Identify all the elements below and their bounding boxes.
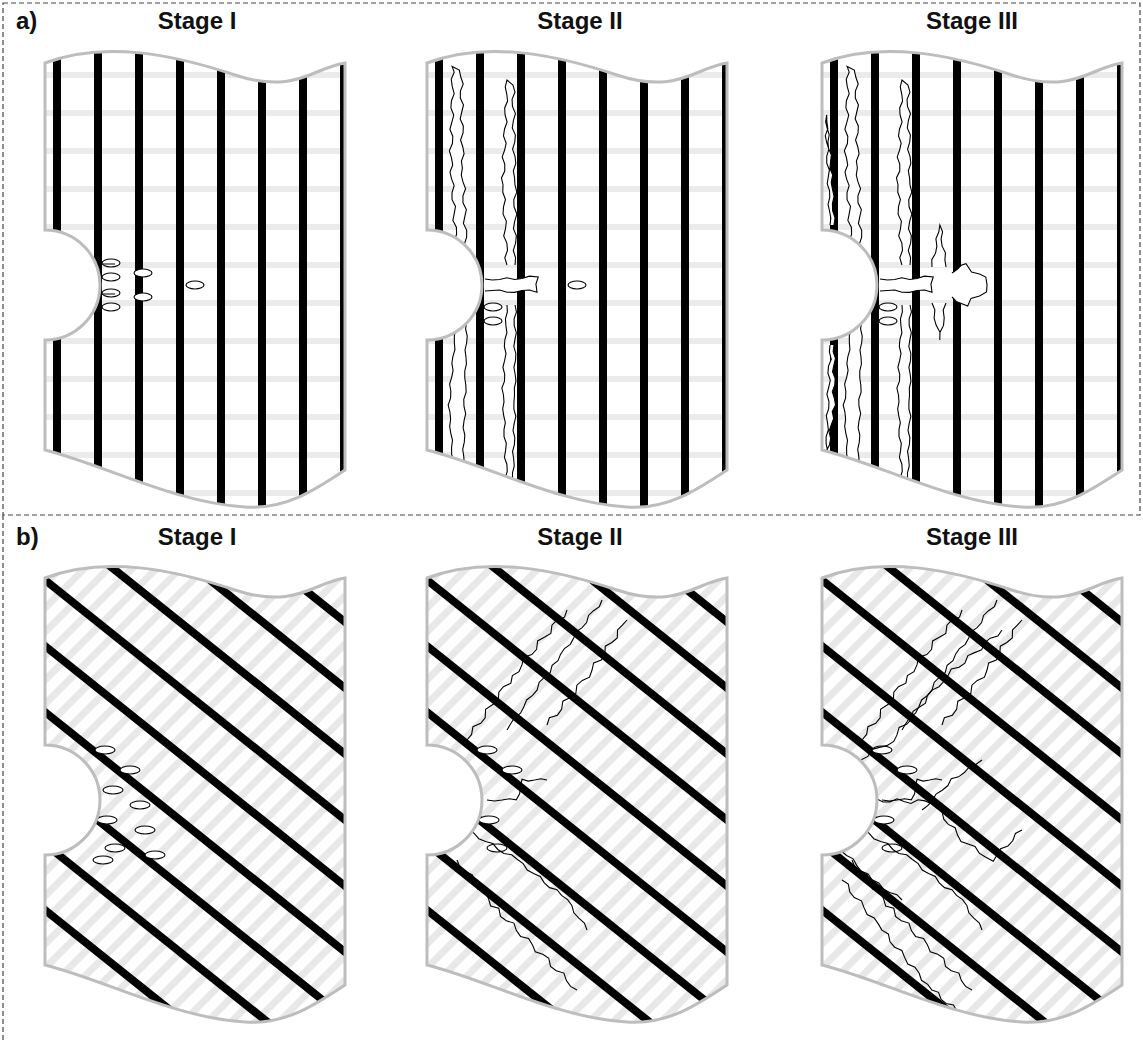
specimen-outline (427, 566, 727, 1022)
laminate-specimen (417, 35, 737, 531)
laminate-specimen (407, 0, 757, 1044)
specimen-outline (45, 51, 345, 507)
panel-label: a) (16, 8, 37, 34)
specimen-outline (45, 566, 345, 1022)
stage-title: Stage I (158, 8, 237, 34)
specimen-outline (427, 51, 727, 507)
damage (832, 600, 1022, 1015)
stage-title: Stage I (158, 524, 237, 550)
damage (93, 746, 165, 864)
damage (825, 66, 987, 490)
laminate-specimen (25, 0, 375, 1044)
laminate-specimen (812, 35, 1132, 531)
specimen-outline (822, 566, 1122, 1022)
panel-label: b) (16, 524, 39, 550)
stage-title: Stage III (926, 524, 1018, 550)
stage-title: Stage II (537, 524, 622, 550)
specimen-outline (822, 51, 1122, 507)
damage (102, 259, 204, 311)
stage-title: Stage III (926, 8, 1018, 34)
laminate-specimen (802, 0, 1143, 1044)
laminate-specimen (35, 35, 355, 531)
damage (448, 66, 586, 490)
panel-frame (2, 515, 3, 1042)
stage-title: Stage II (537, 8, 622, 34)
